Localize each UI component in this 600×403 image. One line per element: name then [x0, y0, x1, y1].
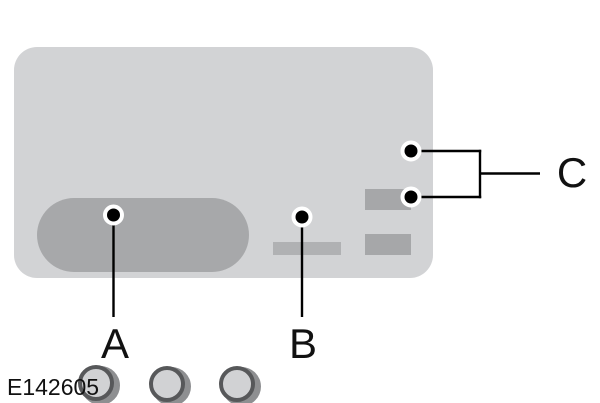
slot-b — [273, 242, 341, 255]
port-hole-ring — [219, 366, 255, 402]
port-hole-3 — [215, 362, 261, 403]
callout-label-c: C — [556, 149, 588, 196]
callout-label-b: B — [288, 320, 318, 367]
port-hole-ring — [78, 365, 114, 401]
triple-port-group — [37, 198, 261, 403]
slot-c-lower — [365, 234, 411, 255]
module-panel — [14, 47, 433, 403]
port-hole-ring — [149, 366, 185, 402]
port-hole-1 — [74, 361, 120, 403]
slot-c-upper — [365, 189, 411, 210]
figure-reference-code: E142605 — [7, 374, 100, 400]
callout-label-a: A — [100, 320, 130, 367]
port-hole-2 — [145, 362, 191, 403]
